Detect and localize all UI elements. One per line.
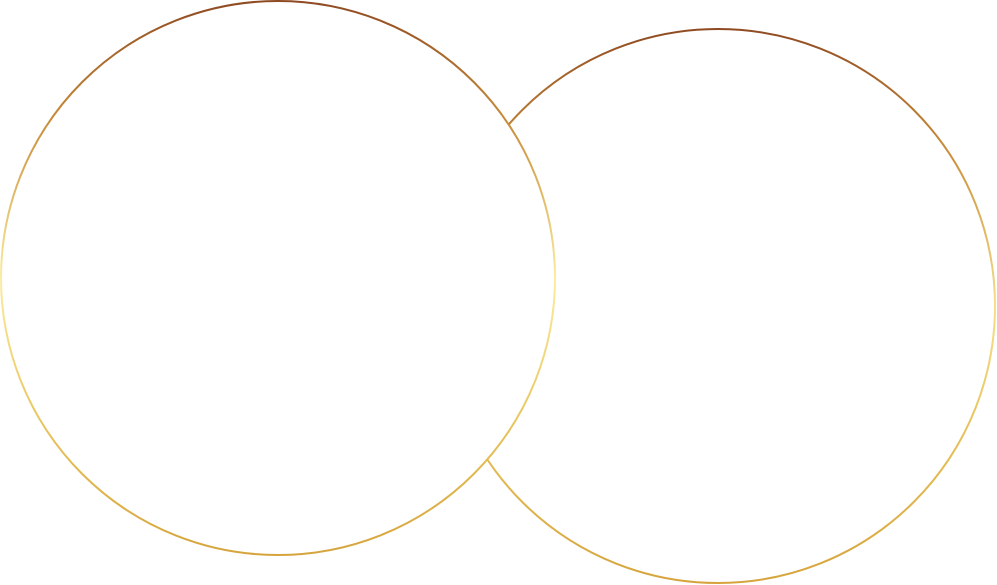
left-ring [0, 0, 556, 556]
